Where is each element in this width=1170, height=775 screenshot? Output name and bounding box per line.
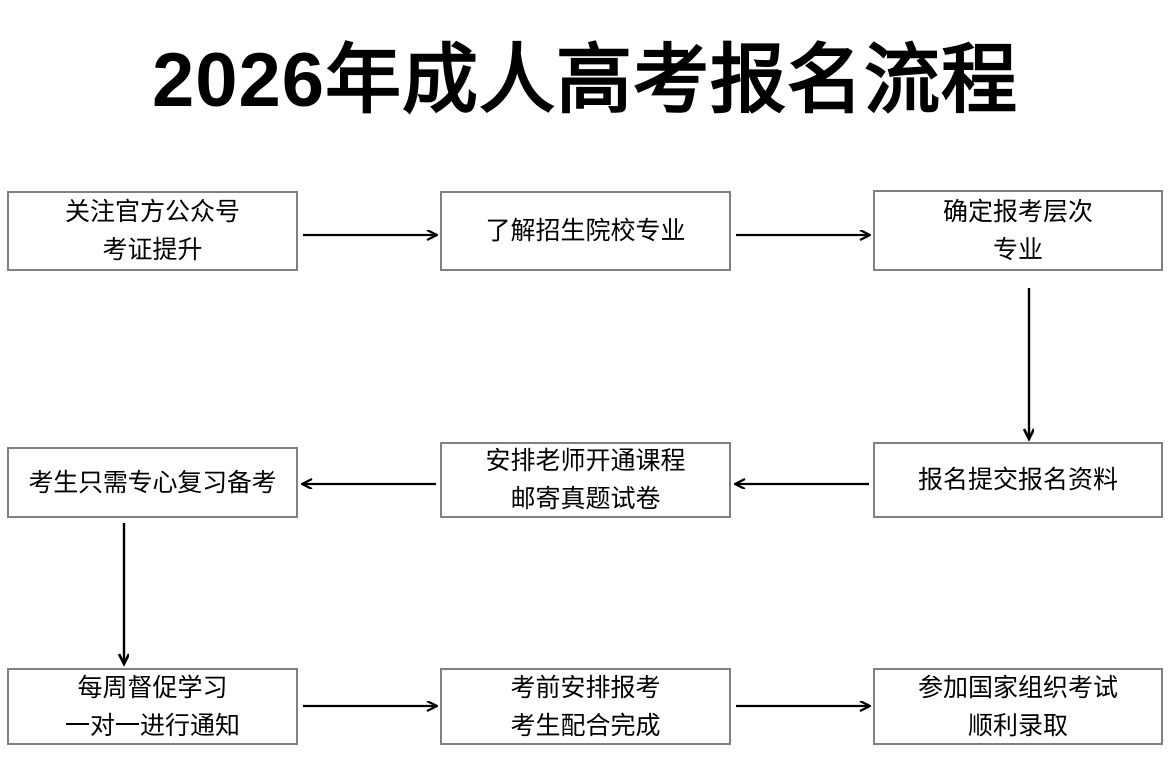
flow-node-7-line-2: 一对一进行通知 — [64, 711, 240, 740]
flow-node-3-line-2: 专业 — [992, 235, 1043, 264]
flow-node-7-line-1: 每周督促学习 — [77, 673, 228, 702]
flow-node-1-line-1: 关注官方公众号 — [64, 198, 240, 226]
flow-node-2-line-1: 了解招生院校专业 — [485, 217, 686, 245]
flow-node-8-line-2: 考生配合完成 — [510, 711, 661, 740]
flow-node-2[interactable]: 了解招生院校专业 — [440, 191, 731, 271]
flow-node-8[interactable]: 考前安排报考 考生配合完成 — [440, 668, 731, 745]
flow-node-1-line-2: 考证提升 — [102, 236, 203, 264]
flow-node-9-line-2: 顺利录取 — [967, 711, 1068, 740]
page-title: 2026年成人高考报名流程 — [151, 38, 1019, 123]
flow-node-5-line-1: 安排老师开通课程 — [485, 447, 686, 475]
flow-node-1[interactable]: 关注官方公众号 考证提升 — [7, 191, 298, 271]
flow-node-4[interactable]: 考生只需专心复习备考 — [7, 447, 298, 518]
flow-node-8-line-1: 考前安排报考 — [510, 673, 661, 702]
flow-node-5[interactable]: 安排老师开通课程 邮寄真题试卷 — [440, 442, 731, 518]
flow-node-5-line-2: 邮寄真题试卷 — [510, 485, 661, 513]
flow-node-3[interactable]: 确定报考层次 专业 — [873, 190, 1163, 271]
flow-node-9[interactable]: 参加国家组织考试 顺利录取 — [873, 668, 1163, 745]
flow-node-3-line-1: 确定报考层次 — [942, 197, 1093, 226]
flow-node-6[interactable]: 报名提交报名资料 — [873, 442, 1163, 518]
flow-node-9-line-1: 参加国家组织考试 — [917, 673, 1118, 702]
flow-node-6-line-1: 报名提交报名资料 — [917, 466, 1118, 494]
flow-node-4-line-1: 考生只需专心复习备考 — [28, 468, 277, 497]
flow-node-7[interactable]: 每周督促学习 一对一进行通知 — [7, 668, 298, 745]
